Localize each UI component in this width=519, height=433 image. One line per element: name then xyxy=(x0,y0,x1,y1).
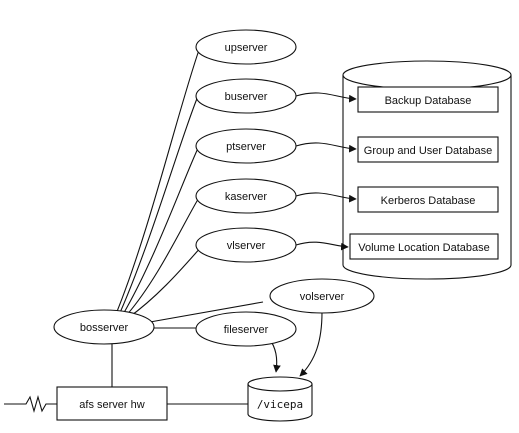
bosserver-label: bosserver xyxy=(80,322,129,334)
vlserver-label: vlserver xyxy=(227,240,266,252)
volume-location-database-label: Volume Location Database xyxy=(358,242,489,254)
buserver-node: buserver xyxy=(195,78,297,114)
buserver-label: buserver xyxy=(225,91,268,103)
database-store xyxy=(342,60,512,280)
kerberos-database-label: Kerberos Database xyxy=(381,195,476,207)
backup-database-box: Backup Database xyxy=(357,86,499,113)
kaserver-node: kaserver xyxy=(195,178,297,214)
group-user-database-box: Group and User Database xyxy=(357,136,499,163)
volserver-label: volserver xyxy=(300,291,345,303)
upserver-label: upserver xyxy=(225,42,268,54)
bosserver-connections xyxy=(111,46,264,387)
kaserver-label: kaserver xyxy=(225,191,268,203)
vlserver-node: vlserver xyxy=(195,227,297,263)
ptserver-label: ptserver xyxy=(226,141,266,153)
upserver-node: upserver xyxy=(195,29,297,65)
server-database-arrows xyxy=(295,92,357,251)
vicepa-partition: /vicepa xyxy=(247,376,313,422)
server-hardware-label: afs server hw xyxy=(79,399,144,411)
backup-database-label: Backup Database xyxy=(385,95,472,107)
vicepa-label: /vicepa xyxy=(257,398,303,411)
kerberos-database-box: Kerberos Database xyxy=(357,186,499,213)
hardware-connections xyxy=(4,394,248,414)
fileserver-label: fileserver xyxy=(224,324,269,336)
volserver-node: volserver xyxy=(269,278,375,314)
volume-location-database-box: Volume Location Database xyxy=(349,233,499,260)
bosserver-node: bosserver xyxy=(53,309,155,345)
ptserver-node: ptserver xyxy=(195,128,297,164)
server-hardware-box: afs server hw xyxy=(56,386,168,421)
fileserver-node: fileserver xyxy=(195,311,297,347)
group-user-database-label: Group and User Database xyxy=(364,145,492,157)
